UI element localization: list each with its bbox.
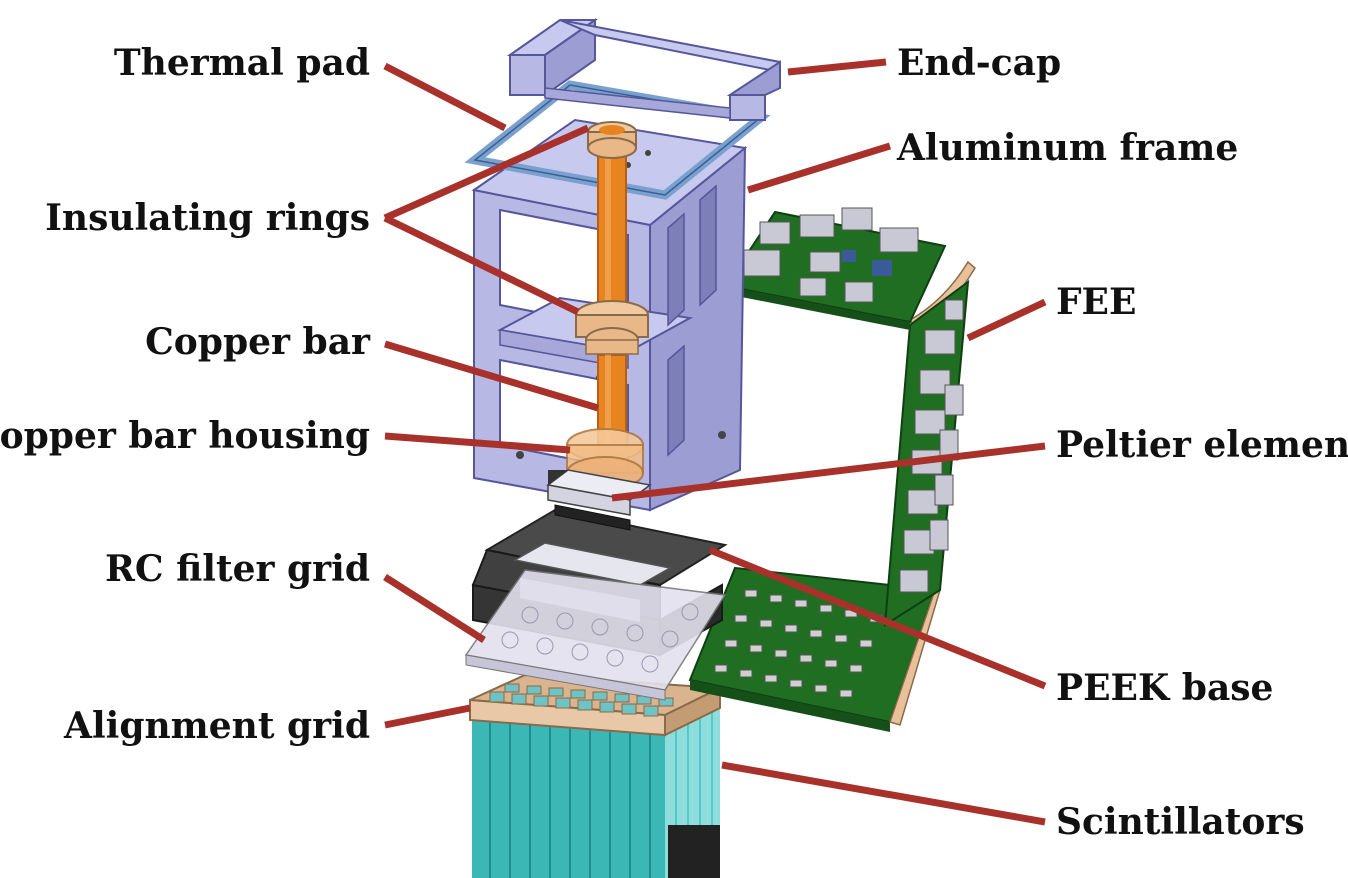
end-cap <box>506 18 781 121</box>
leader-insulating-rings-bottom <box>383 214 580 316</box>
leader-lines <box>383 58 1047 826</box>
leader-copper-bar-housing <box>384 432 571 454</box>
label-thermal-pad: Thermal pad <box>114 42 370 84</box>
scintillator-array <box>472 692 720 878</box>
label-copper-bar-housing: Copper bar housing <box>0 415 370 457</box>
part-labels: Thermal pad End-cap Aluminum frame Insul… <box>0 42 1348 843</box>
label-alignment-grid: Alignment grid <box>63 705 370 747</box>
label-peek-base: PEEK base <box>1056 667 1273 709</box>
label-scintillators: Scintillators <box>1056 801 1305 843</box>
leader-thermal-pad <box>383 62 507 132</box>
leader-peek-base <box>708 546 1047 690</box>
label-end-cap: End-cap <box>897 42 1061 84</box>
rc-filter-grid <box>464 569 727 701</box>
leader-aluminum-frame <box>746 142 892 194</box>
label-insulating-rings: Insulating rings <box>45 197 370 239</box>
leader-alignment-grid <box>384 704 471 729</box>
leader-end-cap <box>787 58 887 76</box>
label-rc-filter-grid: RC filter grid <box>105 548 370 590</box>
label-fee: FEE <box>1056 281 1136 323</box>
fee-vertical-board <box>883 279 970 627</box>
label-aluminum-frame: Aluminum frame <box>896 127 1238 169</box>
leader-insulating-rings-top <box>383 124 590 222</box>
leader-fee <box>966 298 1047 342</box>
leader-scintillators <box>721 761 1046 826</box>
leader-peltier-element <box>611 442 1046 502</box>
leader-rc-filter-grid <box>383 574 486 643</box>
label-peltier-element: Peltier element <box>1056 424 1348 466</box>
peltier-element <box>546 469 652 531</box>
fee-bottom-board <box>688 566 937 732</box>
fee-top-board <box>724 207 947 330</box>
insulating-rings <box>575 121 649 355</box>
leader-copper-bar <box>383 340 600 412</box>
label-copper-bar: Copper bar <box>145 321 371 363</box>
